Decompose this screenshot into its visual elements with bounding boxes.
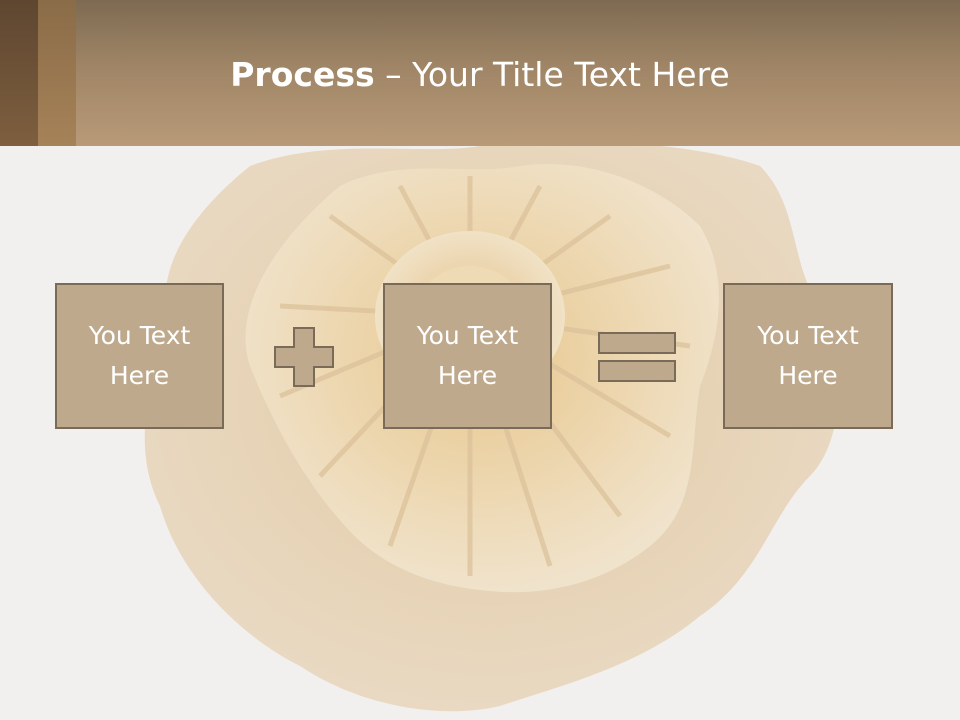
process-box-3: You Text Here <box>723 283 893 429</box>
title-bar: Process – Your Title Text Here <box>0 0 960 146</box>
header-accent-stripe <box>0 0 38 146</box>
background-flower-image <box>144 146 839 712</box>
slide-title-rest: – Your Title Text Here <box>374 55 730 94</box>
process-box-label: You Text Here <box>416 321 519 390</box>
process-box-label: You Text Here <box>88 321 191 390</box>
plus-icon <box>274 327 334 387</box>
process-box-label: You Text Here <box>757 321 859 390</box>
header-accent-stripe <box>38 0 76 146</box>
slide-title: Process – Your Title Text Here <box>0 52 960 98</box>
slide-title-bold: Process <box>230 55 375 94</box>
process-box-1: You Text Here <box>55 283 224 429</box>
process-box-2: You Text Here <box>383 283 552 429</box>
equals-icon <box>598 332 676 382</box>
